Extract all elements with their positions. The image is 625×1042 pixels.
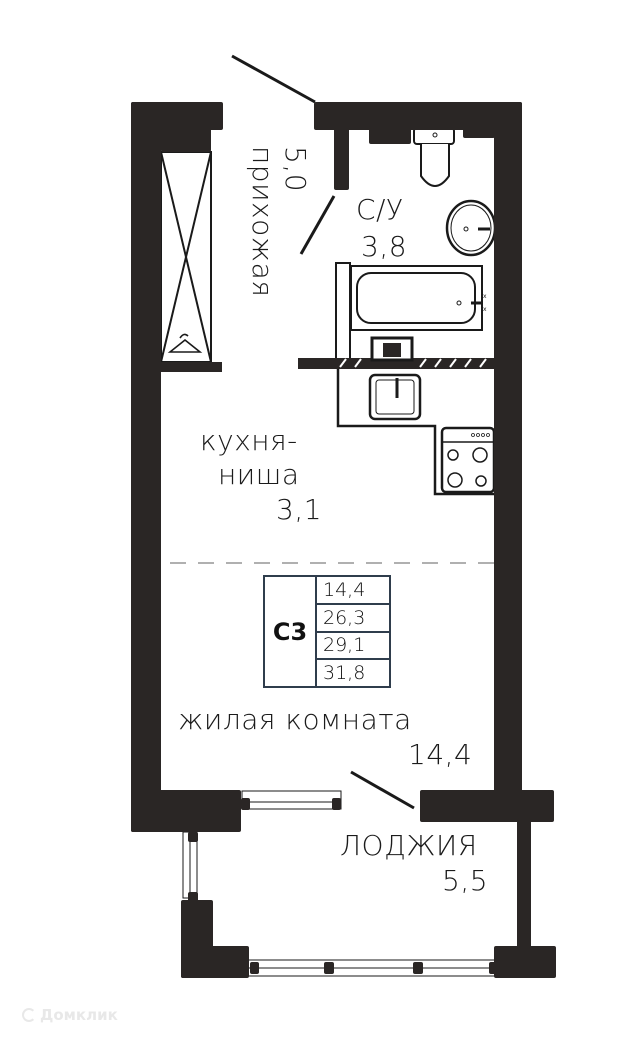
room-label-kitchen-line1: кухня- [200,424,298,457]
area-value-3: 29,1 [317,633,389,661]
wall-bottom-left [131,790,241,832]
wall-loggia-corner-left [181,946,249,978]
wall-bathroom-niche-2 [463,128,495,138]
wall-top-right [314,102,522,130]
washbasin-icon [445,199,497,257]
wall-left-outer [131,102,161,832]
bathtub-icon: x x [350,265,487,331]
wall-bottom-right [420,790,554,822]
room-area-kitchen: 3,1 [276,493,323,526]
wall-top-left [131,102,223,130]
kitchen-counter [336,369,495,496]
room-area-hallway: 5,0 [279,146,312,193]
room-area-bathroom: 3,8 [361,230,408,263]
room-label-hallway: прихожая [246,146,279,298]
kitchen-sink-icon [368,373,422,421]
area-value-2: 26,3 [317,605,389,633]
wall-right-outer [494,102,522,794]
total-area-value: 31,8 [323,662,366,685]
living-area-value: 14,4 [317,577,389,605]
room-label-kitchen-line2: ниша [218,458,300,491]
balcony-window-icon [241,790,342,810]
stove-icon [440,426,496,494]
svg-text:x: x [483,293,487,300]
svg-text:x: x [483,306,487,313]
loggia-front-glazing [246,959,509,977]
loggia-side-glazing [182,831,198,902]
room-label-living: жилая комната [178,703,412,736]
apartment-code: С3 [265,577,317,686]
area-values: 14,4 26,3 29,1 31,8 [317,577,389,686]
room-label-loggia: ЛОДЖИЯ [340,829,478,862]
watermark-text: Домклик [40,1006,118,1024]
wall-top-left-stub [161,128,211,152]
wall-bathroom-left-pier [334,128,349,190]
area-legend-table: С3 14,4 26,3 29,1 31,8 [263,575,391,688]
entrance-door-icon [231,54,316,104]
wall-loggia-corner-right [494,946,556,978]
room-area-living: 14,4 [408,738,473,771]
domclick-logo-icon [22,1008,36,1022]
wardrobe-icon [160,151,222,372]
bathroom-partition [298,262,494,369]
wall-bathroom-niche-1 [369,128,411,144]
wall-loggia-right [517,818,531,948]
bathroom-door-icon [299,195,336,255]
room-area-loggia: 5,5 [442,864,489,897]
balcony-door-icon [350,770,415,810]
room-label-bathroom: С/У [356,193,404,226]
watermark: Домклик [22,1006,118,1024]
toilet-icon [413,127,455,187]
